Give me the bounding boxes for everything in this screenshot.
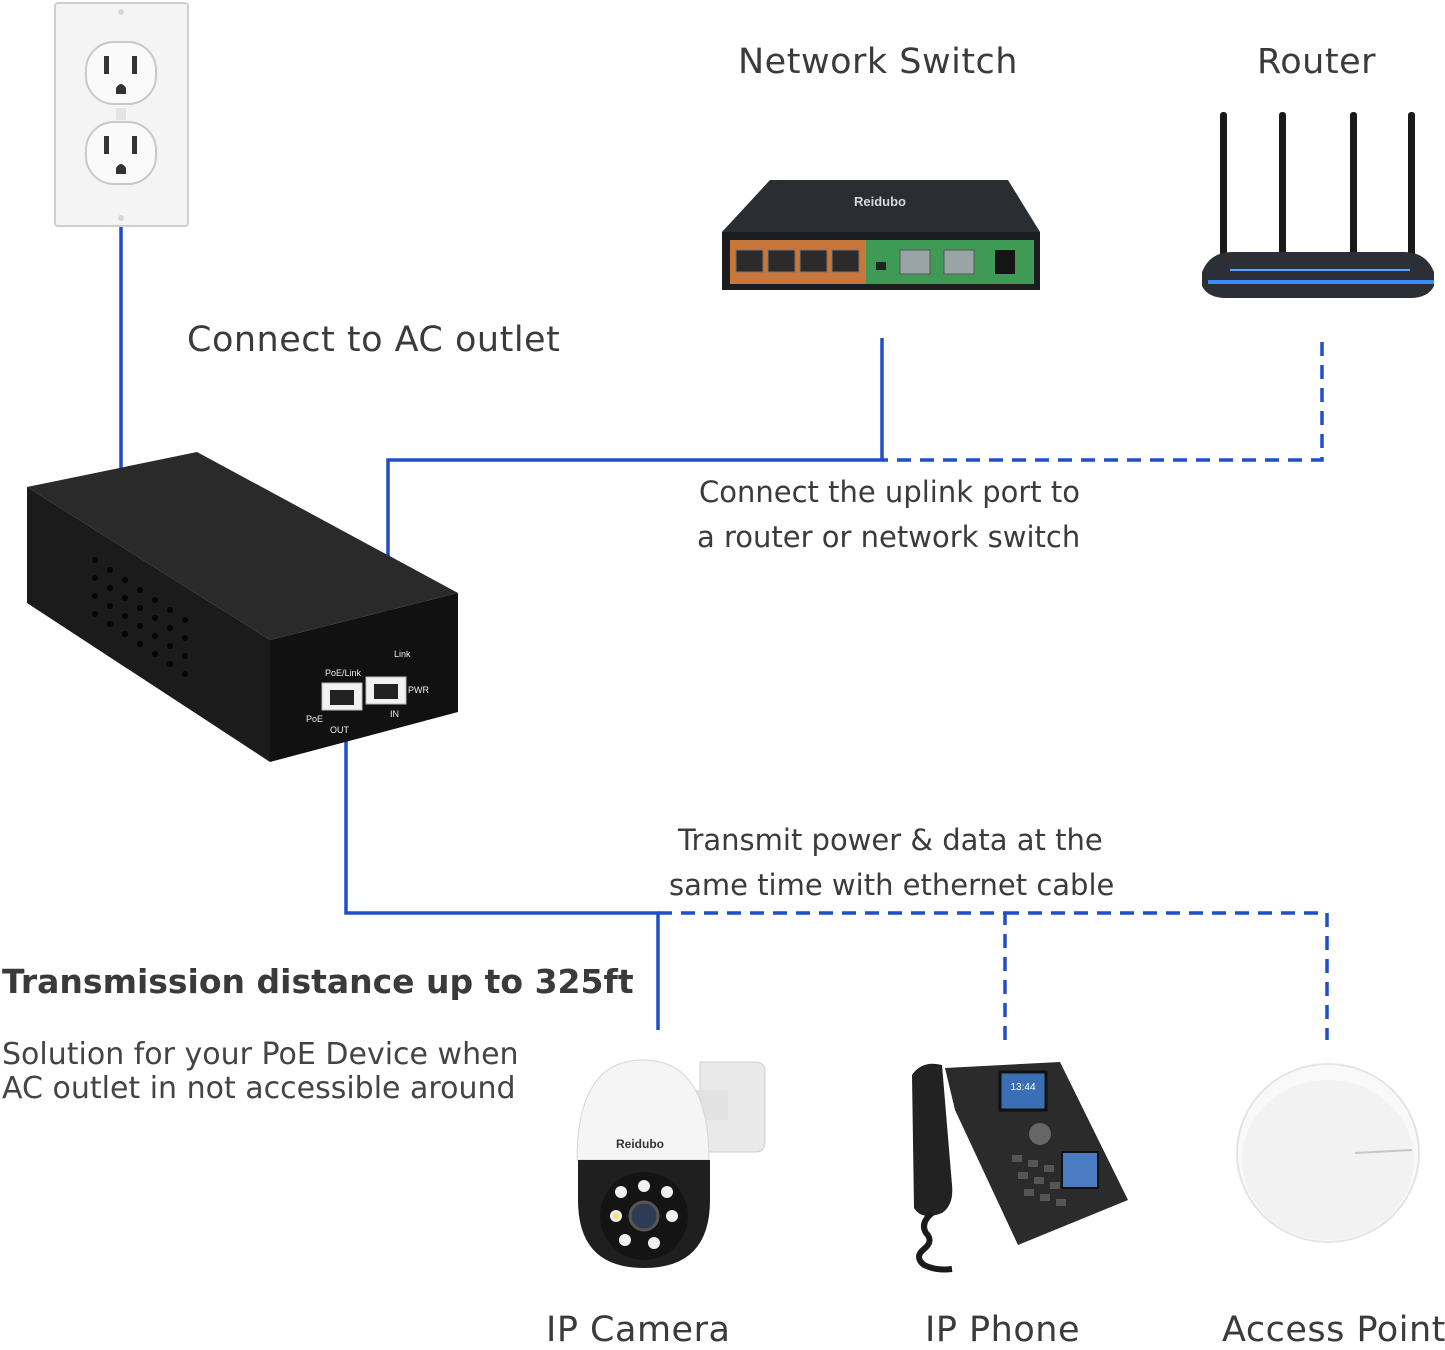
access-point-icon — [1236, 1063, 1420, 1243]
connect-ac-label: Connect to AC outlet — [187, 320, 561, 360]
access-point-label: Access Point — [1222, 1310, 1445, 1350]
vent-holes — [92, 557, 188, 677]
uplink-caption-line2: a router or network switch — [697, 520, 1081, 554]
injector-label-link: Link — [394, 649, 411, 659]
solution-line1: Solution for your PoE Device when — [2, 1037, 519, 1072]
uplink-cable-switch — [386, 338, 884, 690]
phone-clock-text: 13:44 — [1010, 1082, 1035, 1093]
distance-heading: Transmission distance up to 325ft — [2, 962, 634, 1001]
camera-brand-text: Reidubo — [616, 1137, 664, 1151]
network-switch-label: Network Switch — [738, 42, 1018, 82]
poe-output-cable — [344, 700, 660, 1030]
router-icon — [1202, 112, 1434, 298]
injector-label-poe-link: PoE/Link — [325, 668, 362, 678]
poe-injector-icon: PoE/Link Link PoE OUT IN PWR — [27, 452, 458, 762]
injector-label-poe: PoE — [306, 714, 323, 724]
router-label: Router — [1257, 42, 1376, 82]
uplink-caption-line1: Connect the uplink port to — [699, 475, 1081, 509]
transmit-caption-line2: same time with ethernet cable — [669, 868, 1115, 902]
solution-line2: AC outlet in not accessible around — [2, 1071, 516, 1106]
injector-label-out: OUT — [330, 725, 350, 735]
ac-outlet-icon — [54, 2, 189, 227]
uplink-cable-router — [882, 342, 1324, 462]
poe-branch-ap — [1005, 911, 1329, 1040]
transmit-caption-line1: Transmit power & data at the — [678, 823, 1103, 857]
ip-camera-icon: Reidubo — [576, 1059, 766, 1268]
ip-camera-label: IP Camera — [546, 1310, 731, 1350]
injector-label-pwr: PWR — [408, 685, 429, 695]
poe-branch-phone — [658, 911, 1007, 1040]
ip-phone-label: IP Phone — [925, 1310, 1080, 1350]
switch-brand-text: Reidubo — [854, 194, 906, 209]
network-switch-icon: Reidubo — [722, 180, 1040, 290]
injector-label-in: IN — [390, 709, 399, 719]
ip-phone-icon: 13:44 — [912, 1062, 1128, 1273]
